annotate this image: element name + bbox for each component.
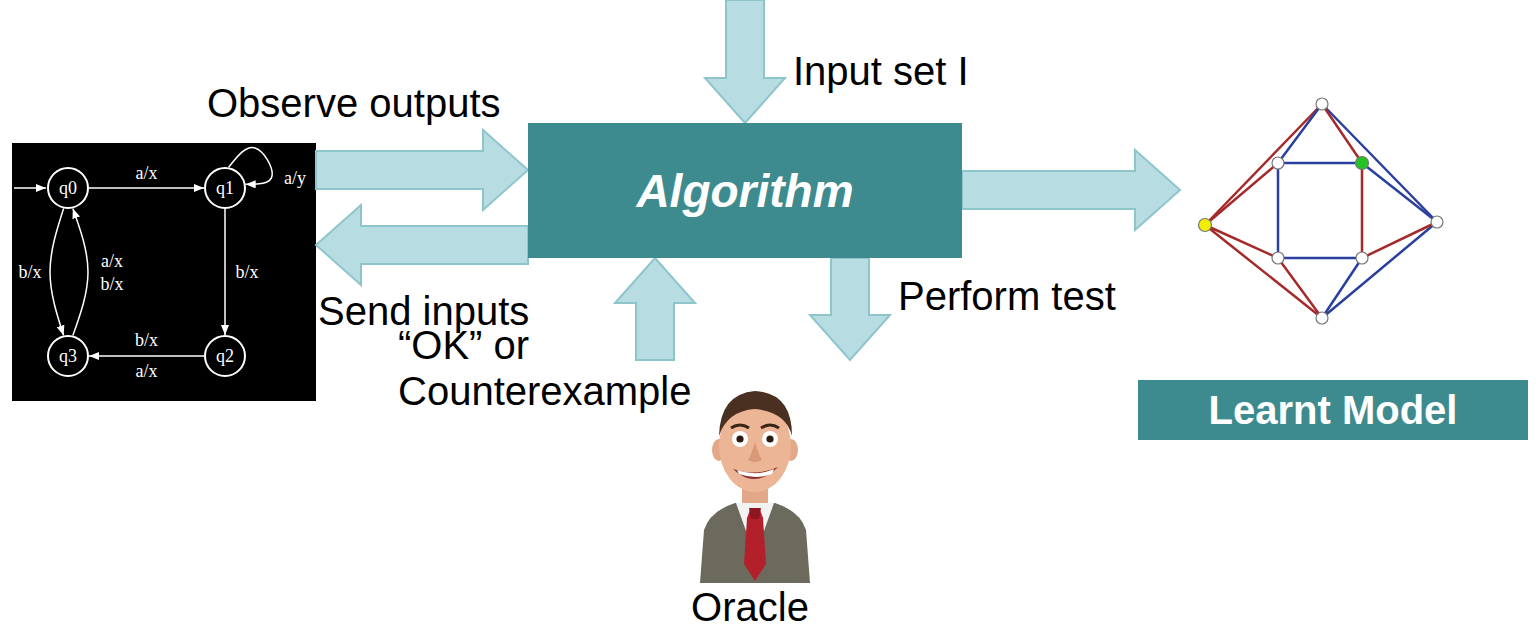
transition-arrow bbox=[89, 187, 204, 189]
annotation-label: Input set I bbox=[793, 48, 969, 94]
learnt-graph bbox=[1199, 98, 1444, 324]
label-holder: b/x a/x bbox=[127, 325, 167, 386]
node-label: q2 bbox=[216, 346, 234, 366]
learnt-graph bbox=[1362, 163, 1437, 222]
oracle-portrait bbox=[762, 431, 778, 447]
edge-label: b/x bbox=[18, 262, 41, 283]
learnt-graph bbox=[1205, 225, 1322, 318]
transition-arrow bbox=[89, 355, 204, 357]
learnt-graph bbox=[1356, 252, 1368, 264]
edge-label: b/x a/x bbox=[127, 325, 167, 386]
learnt-graph bbox=[1361, 163, 1364, 258]
edge-label: Perform test bbox=[898, 273, 1116, 319]
state-circle: q2 bbox=[204, 335, 246, 377]
learnt-graph bbox=[1362, 222, 1437, 258]
model-group: Learnt Model bbox=[1180, 85, 1530, 440]
flow-arrow bbox=[615, 258, 695, 360]
oracle-portrait bbox=[719, 391, 792, 436]
learnt-graph bbox=[1322, 222, 1437, 318]
transition-arrow bbox=[73, 208, 88, 335]
state-circle: q3 bbox=[47, 335, 89, 377]
learnt-graph bbox=[1272, 157, 1284, 169]
oracle-portrait bbox=[700, 391, 810, 583]
learnt-graph bbox=[1277, 163, 1280, 258]
edge-label: b/x bbox=[235, 262, 258, 283]
node-label: Learnt Model bbox=[1138, 380, 1528, 440]
node-label: Oracle bbox=[691, 584, 809, 630]
flow-arrow bbox=[962, 150, 1180, 230]
label-holder: b/x bbox=[18, 262, 41, 283]
edge-label: Observe outputs bbox=[207, 80, 501, 126]
learnt-graph bbox=[1431, 216, 1443, 228]
oracle-portrait bbox=[748, 442, 762, 462]
learnt-graph bbox=[1278, 257, 1362, 260]
flow-arrow bbox=[316, 130, 528, 210]
state-circle: q0 bbox=[47, 167, 89, 209]
learnt-graph bbox=[1316, 98, 1328, 110]
oracle-portrait bbox=[733, 467, 778, 479]
system-box: q0 q1 q3 q2 bbox=[12, 143, 316, 401]
oracle-portrait bbox=[731, 425, 749, 428]
label-holder: Input set I bbox=[793, 48, 969, 94]
learnt-graph bbox=[1278, 162, 1362, 165]
oracle-portrait bbox=[749, 508, 761, 519]
node-label: q3 bbox=[59, 346, 77, 366]
oracle-portrait bbox=[700, 503, 810, 583]
flow-arrow bbox=[810, 258, 890, 360]
label-holder: Perform test bbox=[898, 273, 1116, 319]
label-holder: a/x bbox=[136, 163, 158, 184]
learnt-graph bbox=[1272, 252, 1284, 264]
learnt-graph bbox=[1356, 157, 1369, 170]
oracle-portrait bbox=[737, 469, 774, 477]
learnt-graph bbox=[1205, 104, 1322, 225]
learnt-graph bbox=[1322, 258, 1362, 318]
system-panel bbox=[12, 143, 316, 401]
learnt-graph bbox=[1278, 258, 1322, 318]
label-holder: a/y bbox=[284, 168, 306, 189]
state-circle: q1 bbox=[204, 167, 246, 209]
learnt-graph bbox=[1316, 312, 1328, 324]
learnt-graph bbox=[1322, 104, 1362, 163]
node-label: q0 bbox=[59, 178, 77, 198]
learnt-graph bbox=[1205, 163, 1278, 225]
process-box: Algorithm bbox=[528, 123, 962, 258]
oracle-portrait bbox=[736, 435, 743, 442]
node-label: Algorithm bbox=[636, 164, 853, 218]
edge-label: “OK” or Counterexample bbox=[398, 322, 708, 414]
input-arrow bbox=[705, 0, 785, 123]
oracle-portrait bbox=[744, 510, 766, 581]
label-holder: Observe outputs bbox=[207, 80, 501, 126]
oracle-portrait bbox=[732, 431, 748, 447]
learnt-graph bbox=[1278, 104, 1322, 163]
label-holder: b/x bbox=[235, 262, 258, 283]
transition-arrow bbox=[50, 209, 64, 336]
flow-arrow bbox=[316, 205, 528, 285]
learnt-graph bbox=[1199, 219, 1212, 232]
edge-label: a/y bbox=[284, 168, 306, 189]
label-holder: a/x b/x bbox=[92, 250, 132, 295]
label-holder: “OK” or Counterexample bbox=[398, 322, 708, 414]
edge-label: a/x bbox=[136, 163, 158, 184]
learnt-graph bbox=[1205, 225, 1278, 258]
node-label: q1 bbox=[216, 178, 234, 198]
transition-arrow bbox=[224, 209, 226, 335]
learnt-graph bbox=[1199, 98, 1444, 324]
oracle-portrait bbox=[766, 435, 773, 442]
initial-arrow bbox=[14, 187, 46, 189]
oracle-portrait bbox=[761, 425, 779, 428]
edge-label: a/x b/x bbox=[92, 250, 132, 295]
